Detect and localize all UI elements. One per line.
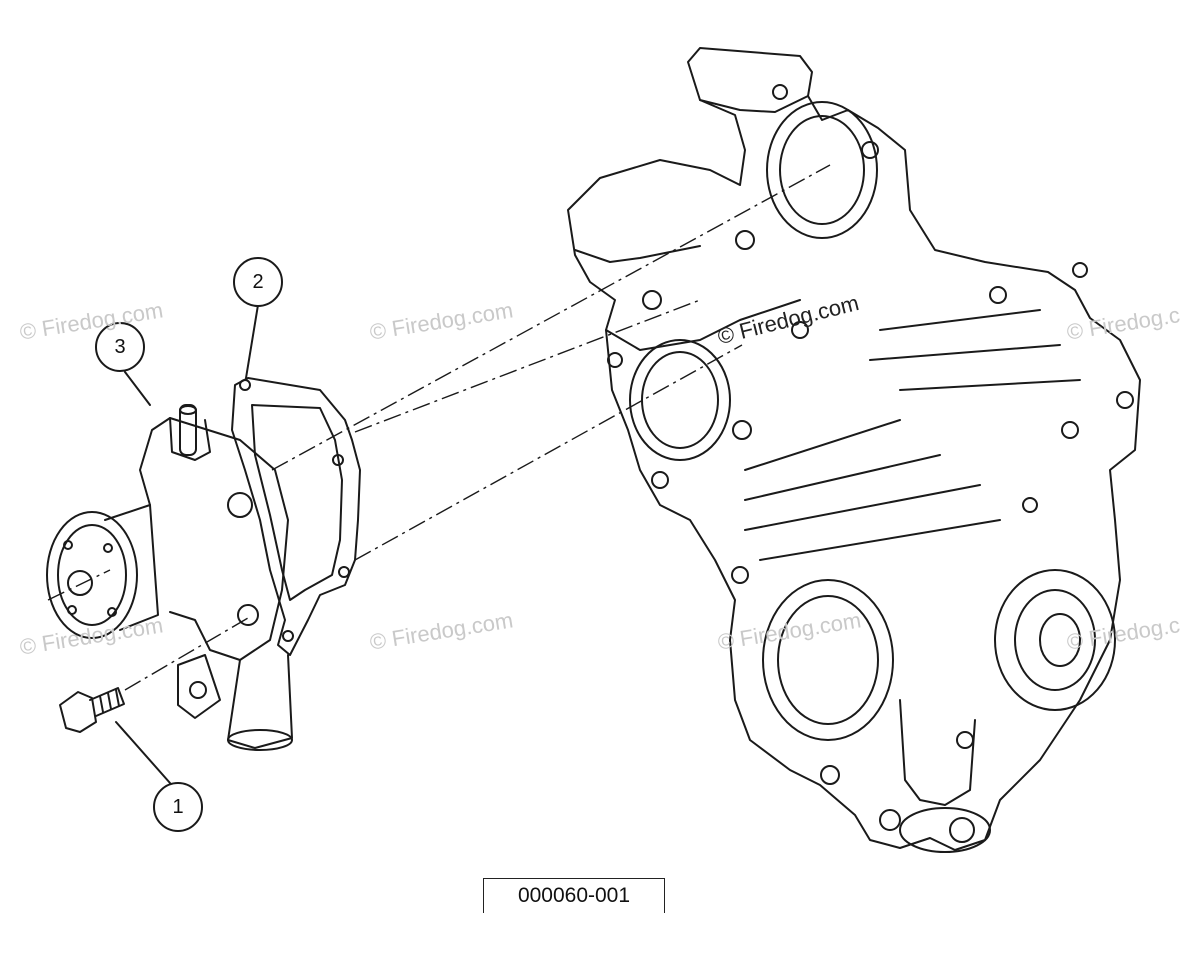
callout-1-number: 1 [172,796,184,818]
callout-2-circle [233,257,283,307]
gasket [231,377,361,656]
callout-2-leader [245,304,259,379]
water-pump [46,404,293,751]
callout-3-leader [124,371,151,406]
alignment-line-upper [271,164,831,471]
callout-3-number: 3 [114,336,126,358]
bolt [59,687,125,733]
gear-case-housing [567,47,1141,853]
alignment-line-lower [354,344,743,561]
alignment-line-pump-shaft [47,569,111,601]
callout-1-leader [115,721,171,784]
callout-1-circle [153,782,203,832]
callout-3-circle [95,322,145,372]
alignment-line-bolt [124,617,249,691]
callout-2-number: 2 [252,271,264,293]
part-number-label: 000060-001 [483,878,665,913]
